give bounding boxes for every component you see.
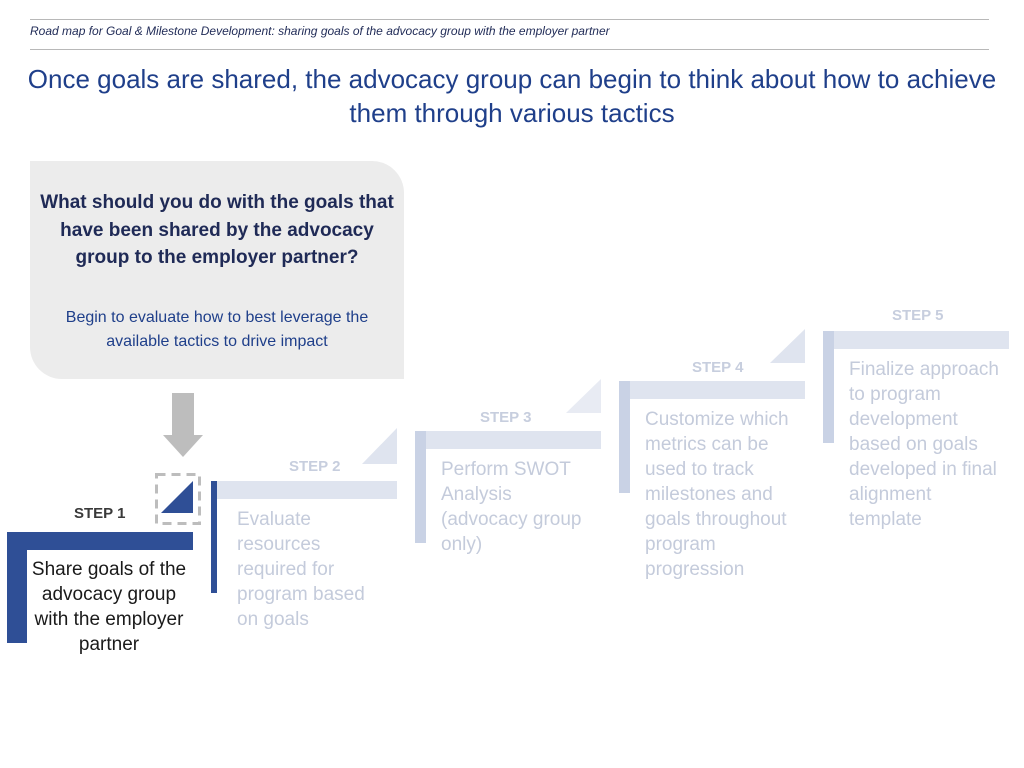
page-title-line-2: them through various tactics — [349, 98, 675, 128]
answer-text: Begin to evaluate how to best leverage t… — [65, 309, 369, 350]
question-box: What should you do with the goals that h… — [30, 161, 404, 379]
step-5-side-bar — [823, 331, 834, 443]
step-5-bar — [823, 331, 1009, 349]
step-2-text: Evaluate resources required for program … — [237, 509, 365, 630]
breadcrumb: Road map for Goal & Milestone Developmen… — [30, 24, 610, 38]
question-text: What should you do with the goals that h… — [40, 192, 394, 268]
step-2-side-bar — [211, 481, 217, 593]
focus-frame-icon — [155, 473, 201, 525]
step-5-corner-triangle — [770, 329, 805, 363]
step-4-label: STEP 4 — [692, 359, 744, 376]
step-4-side-bar — [619, 381, 630, 493]
top-rule — [30, 19, 989, 20]
step-3-text: Perform SWOT Analysis (advocacy group on… — [441, 459, 582, 555]
step-3-corner-triangle — [362, 428, 397, 464]
page-title-line-1: Once goals are shared, the advocacy grou… — [27, 64, 997, 94]
step-4-text: Customize which metrics can be used to t… — [645, 409, 789, 580]
step-1-bar — [7, 532, 193, 550]
step-4-corner-triangle — [566, 379, 601, 413]
step-3-label: STEP 3 — [480, 409, 532, 426]
step-5-text: Finalize approach to program development… — [849, 359, 999, 530]
step-1-text: Share goals of the advocacy group with t… — [31, 559, 187, 655]
step-1-side-bar — [7, 532, 27, 643]
step-5-label: STEP 5 — [892, 307, 944, 324]
header-rule — [30, 49, 989, 50]
page-title: Once goals are shared, the advocacy grou… — [0, 62, 1024, 130]
step-2-bar — [211, 481, 397, 499]
step-1-label: STEP 1 — [74, 505, 126, 522]
down-arrow-icon — [163, 393, 203, 457]
step-3-side-bar — [415, 431, 426, 543]
step-4-bar — [619, 381, 805, 399]
step-3-bar — [415, 431, 601, 449]
step-2-label: STEP 2 — [289, 458, 341, 475]
